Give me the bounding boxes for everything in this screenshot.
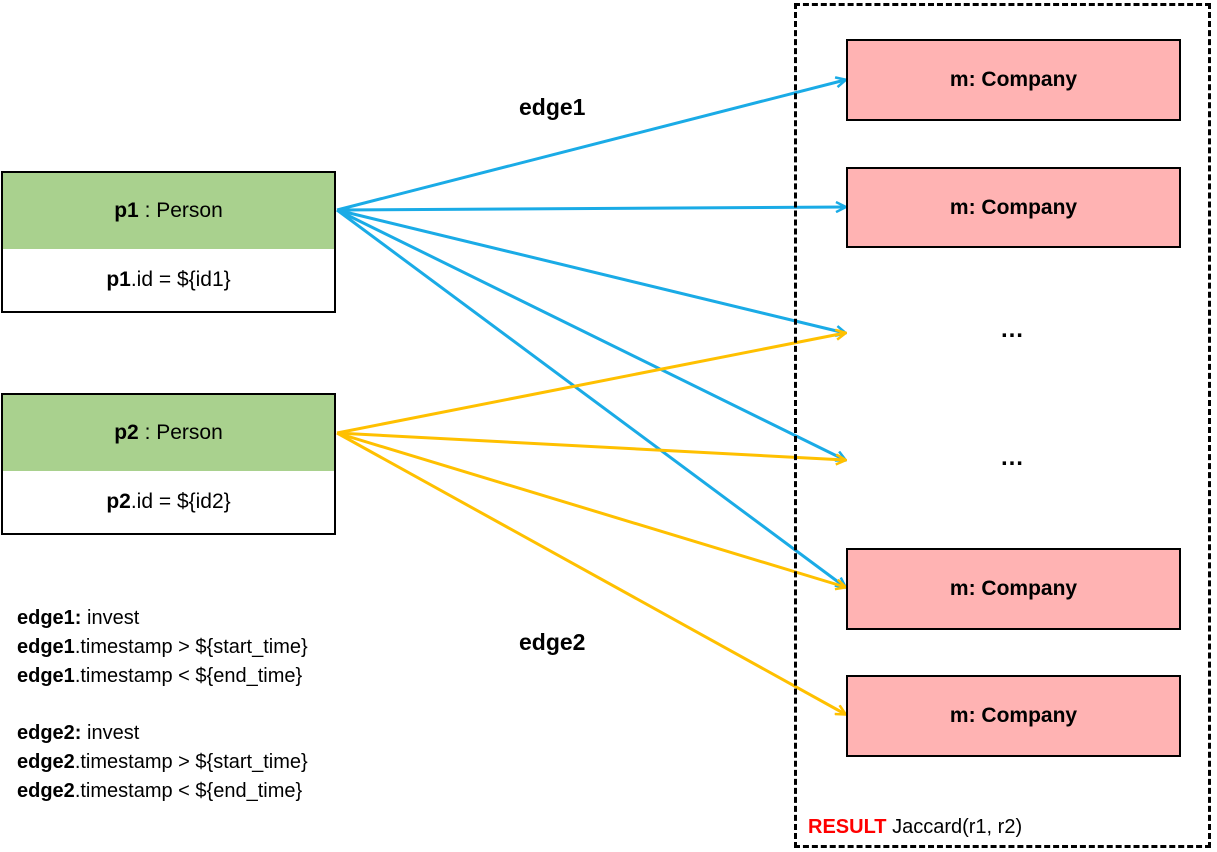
result-formula: Jaccard(r1, r2) (886, 816, 1023, 838)
company-node-4: m: Company (846, 675, 1181, 757)
edge1-arrow-ellipsis-2 (336, 208, 845, 460)
person-p1-header: p1 : Person (1, 171, 336, 251)
edge2-arrow-company-4 (336, 431, 845, 714)
company-node-1: m: Company (846, 39, 1181, 121)
edge1-arrow-ellipsis-1 (336, 208, 845, 333)
legend-line: edge2: invest (17, 722, 140, 744)
legend-line: edge2.timestamp < ${end_time} (17, 780, 303, 802)
ellipsis-2: … (1000, 444, 1025, 471)
person-p2-condition: p2.id = ${id2} (1, 471, 336, 535)
person-p1-cond-text: .id = ${id1} (130, 268, 231, 291)
edge2-arrow-ellipsis-2 (336, 431, 845, 460)
edge2-label: edge2 (519, 629, 586, 655)
edge2-arrow-company-3 (336, 431, 845, 587)
person-p2-cond-var: p2 (106, 490, 131, 513)
person-p1-var: p1 (114, 199, 139, 222)
edge1-arrow-company-2 (336, 207, 845, 210)
company-node-2: m: Company (846, 167, 1181, 248)
legend-line: edge1.timestamp < ${end_time} (17, 665, 303, 687)
edge2-arrow-ellipsis-1 (336, 333, 845, 435)
person-p2-type: : Person (138, 421, 223, 444)
result-keyword: RESULT (808, 816, 887, 838)
legend-line: edge1.timestamp > ${start_time} (17, 636, 308, 658)
person-p1-condition: p1.id = ${id1} (1, 249, 336, 313)
person-p1-cond-var: p1 (106, 268, 131, 291)
edge1-label: edge1 (519, 94, 586, 120)
person-p1-type: : Person (138, 199, 223, 222)
ellipsis-1: … (1000, 316, 1025, 343)
legend-edge1: edge1: invest edge1.timestamp > ${start_… (17, 604, 308, 691)
edge1-arrow-company-1 (336, 80, 845, 212)
edge1-arrow-company-3 (336, 208, 845, 587)
person-p2-var: p2 (114, 421, 139, 444)
legend-edge2: edge2: invest edge2.timestamp > ${start_… (17, 719, 308, 806)
person-p2-header: p2 : Person (1, 393, 336, 473)
result-container (794, 3, 1211, 848)
legend-line: edge1: invest (17, 607, 140, 629)
result-label: RESULT Jaccard(r1, r2) (808, 816, 1022, 839)
legend-line: edge2.timestamp > ${start_time} (17, 751, 308, 773)
person-p2-cond-text: .id = ${id2} (130, 490, 231, 513)
company-node-3: m: Company (846, 548, 1181, 630)
